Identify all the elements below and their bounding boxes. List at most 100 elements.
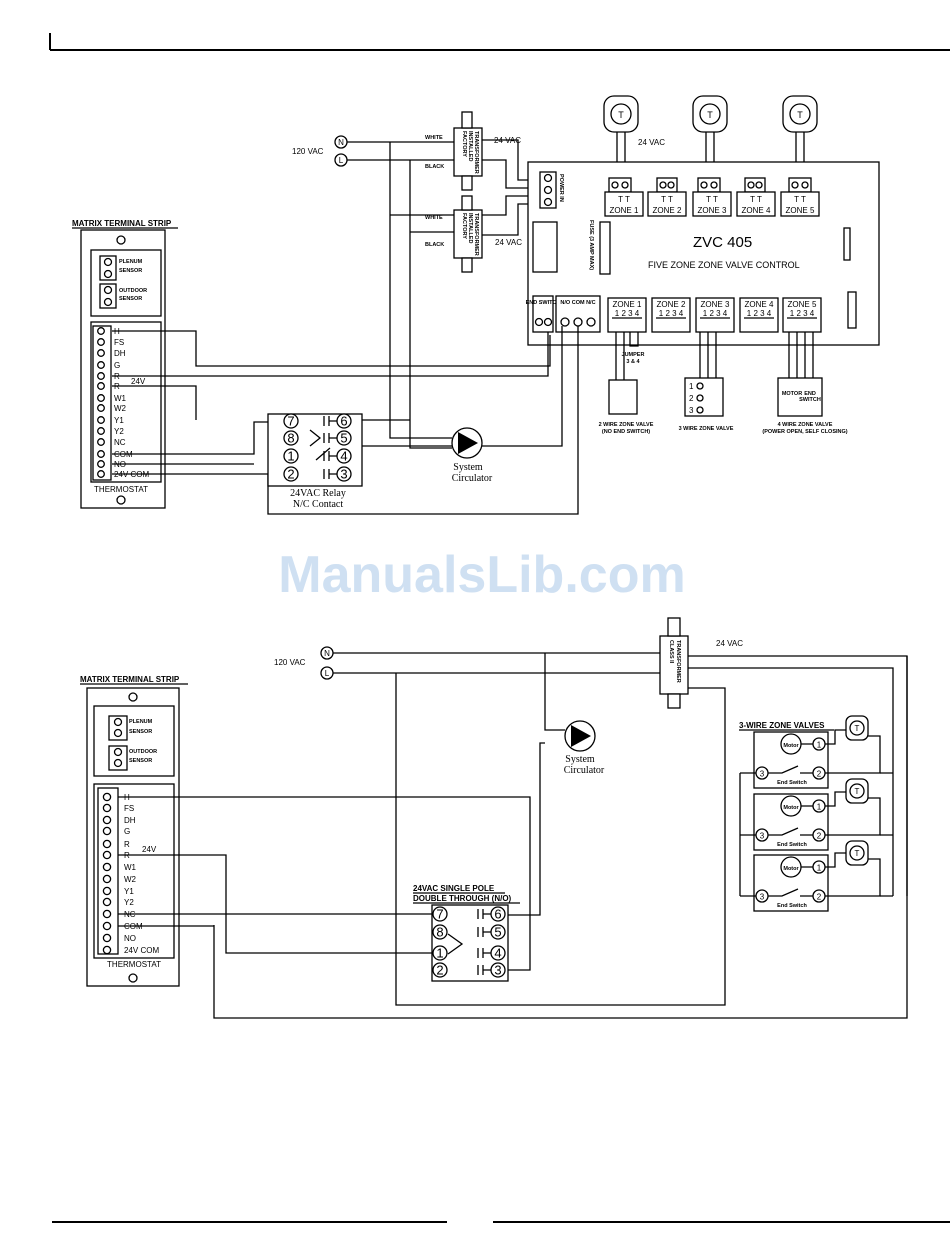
relay-pin-number: 3 <box>494 963 501 978</box>
svg-text:N: N <box>324 649 330 658</box>
top-24v-label: 24V <box>131 377 146 386</box>
relay-pin-number: 4 <box>494 946 501 961</box>
top-diagram: 120 VAC N L WHITE BLACK WHITE BLACK FACT… <box>72 95 880 515</box>
terminal-screw-icon <box>102 839 112 849</box>
bottom-relay: 24VAC SINGLE POLE DOUBLE THROUGH (N/O) 7… <box>413 884 520 982</box>
relay-pin <box>432 906 448 922</box>
svg-text:INSTALLED: INSTALLED <box>467 131 473 161</box>
relay-pin-number: 5 <box>494 925 501 940</box>
power-in-terminal: POWER IN <box>539 171 564 209</box>
relay-pin-number: 2 <box>436 963 443 978</box>
svg-text:1: 1 <box>817 803 822 812</box>
relay-pin-number: 8 <box>436 925 443 940</box>
terminal-screw-icon <box>102 850 112 860</box>
strip-term-label: W2 <box>114 404 127 413</box>
top-white-1: WHITE <box>425 135 443 141</box>
svg-text:2: 2 <box>817 832 822 841</box>
svg-text:END: END <box>804 391 816 397</box>
top-thermostat-2: T <box>692 95 728 133</box>
svg-text:MOTOR: MOTOR <box>782 391 802 397</box>
relay-pin-number: 7 <box>436 907 443 922</box>
terminal-screw-icon <box>102 897 112 907</box>
top-r-wire <box>112 332 549 377</box>
svg-text:THERMOSTAT: THERMOSTAT <box>94 485 148 494</box>
strip-term-label: G <box>124 827 130 836</box>
tt-terminal-blocks: T T T T T T T T T T ZONE 1 ZONE 2 ZONE 3… <box>604 177 820 217</box>
svg-text:TRANSFORMER: TRANSFORMER <box>473 213 479 256</box>
top-supply-label: 120 VAC <box>292 147 324 156</box>
terminal-screw-icon <box>102 874 112 884</box>
strip-term-label: Y1 <box>114 416 124 425</box>
svg-text:1 2 3 4: 1 2 3 4 <box>615 309 640 318</box>
strip-term-label: DH <box>124 816 136 825</box>
svg-text:T: T <box>797 110 803 120</box>
svg-text:1 2 3 4: 1 2 3 4 <box>703 309 728 318</box>
svg-text:THERMOSTAT: THERMOSTAT <box>107 960 161 969</box>
svg-text:1: 1 <box>689 382 694 391</box>
top-transformer-2: FACTORY INSTALLED TRANSFORMER <box>453 195 483 273</box>
top-white-2: WHITE <box>425 215 443 221</box>
end-switch-terminal: END SWITCH <box>526 295 560 333</box>
top-line-label: L <box>339 156 344 165</box>
svg-text:1 2 3 4: 1 2 3 4 <box>747 309 772 318</box>
svg-text:2 WIRE ZONE VALVE: 2 WIRE ZONE VALVE <box>599 422 654 428</box>
strip-term-label: NC <box>114 438 126 447</box>
svg-text:SENSOR: SENSOR <box>119 268 142 274</box>
svg-text:End Switch: End Switch <box>777 842 807 848</box>
svg-text:PLENUM: PLENUM <box>119 259 143 265</box>
terminal-screw-icon <box>97 404 105 412</box>
relay-pin <box>283 413 299 429</box>
svg-text:T T: T T <box>750 195 762 204</box>
svg-text:1: 1 <box>817 864 822 873</box>
terminal-screw-icon <box>97 349 105 357</box>
terminal-screw-icon <box>97 438 105 446</box>
strip-term-label: FS <box>114 338 124 347</box>
svg-text:SENSOR: SENSOR <box>129 758 152 764</box>
svg-text:T: T <box>855 787 860 796</box>
zvc405-controller: POWER IN FUSE (3 AMP MAX) ZVC 405 FIVE Z… <box>526 161 880 346</box>
svg-text:(POWER OPEN, SELF CLOSING): (POWER OPEN, SELF CLOSING) <box>762 429 847 435</box>
svg-text:ZONE 4: ZONE 4 <box>745 300 774 309</box>
relay-pin <box>432 924 448 940</box>
svg-text:System: System <box>453 462 483 473</box>
svg-text:4 WIRE ZONE VALVE: 4 WIRE ZONE VALVE <box>778 422 833 428</box>
svg-text:3 WIRE ZONE VALVE: 3 WIRE ZONE VALVE <box>679 426 734 432</box>
svg-text:DOUBLE THROUGH (N/O): DOUBLE THROUGH (N/O) <box>413 894 512 903</box>
svg-text:End Switch: End Switch <box>777 780 807 786</box>
svg-text:ZONE 1: ZONE 1 <box>613 300 642 309</box>
svg-text:JUMPER: JUMPER <box>622 352 645 358</box>
terminal-screw-icon <box>97 372 105 380</box>
svg-text:SWITCH: SWITCH <box>799 397 821 403</box>
svg-text:SENSOR: SENSOR <box>119 296 142 302</box>
top-24vac-3: 24 VAC <box>638 138 665 147</box>
top-thermostats: T T T 24 VAC <box>603 95 818 178</box>
fuse <box>599 221 611 275</box>
svg-text:24VAC Relay: 24VAC Relay <box>290 488 346 499</box>
strip-term-label: W2 <box>124 875 137 884</box>
relay-pin <box>432 962 448 978</box>
terminal-screw-icon <box>97 382 105 390</box>
svg-text:T: T <box>855 849 860 858</box>
top-strip-title: MATRIX TERMINAL STRIP <box>72 219 172 228</box>
svg-text:MATRIX TERMINAL STRIP: MATRIX TERMINAL STRIP <box>80 675 180 684</box>
relay-pin-number: 8 <box>287 431 294 446</box>
relay-pin-number: 6 <box>494 907 501 922</box>
relay-pin-number: 4 <box>340 449 347 464</box>
svg-text:CLASS II: CLASS II <box>668 640 674 664</box>
svg-text:(NO END SWITCH): (NO END SWITCH) <box>602 429 650 435</box>
svg-text:ZONE 2: ZONE 2 <box>653 206 682 215</box>
top-system-circulator: System Circulator <box>389 427 493 484</box>
terminal-screw-icon <box>102 803 112 813</box>
svg-text:3: 3 <box>760 893 765 902</box>
svg-text:T T: T T <box>706 195 718 204</box>
top-4-wire-valve: MOTOR END SWITCH 4 WIRE ZONE VALVE (POWE… <box>762 332 848 435</box>
top-transformer-1: FACTORY INSTALLED TRANSFORMER <box>453 111 483 191</box>
svg-text:System: System <box>565 754 595 765</box>
strip-term-label: FS <box>124 804 134 813</box>
svg-text:N/O COM N/C: N/O COM N/C <box>560 300 595 306</box>
terminal-screw-icon <box>97 361 105 369</box>
svg-text:2: 2 <box>817 770 822 779</box>
strip-term-label: DH <box>114 349 126 358</box>
